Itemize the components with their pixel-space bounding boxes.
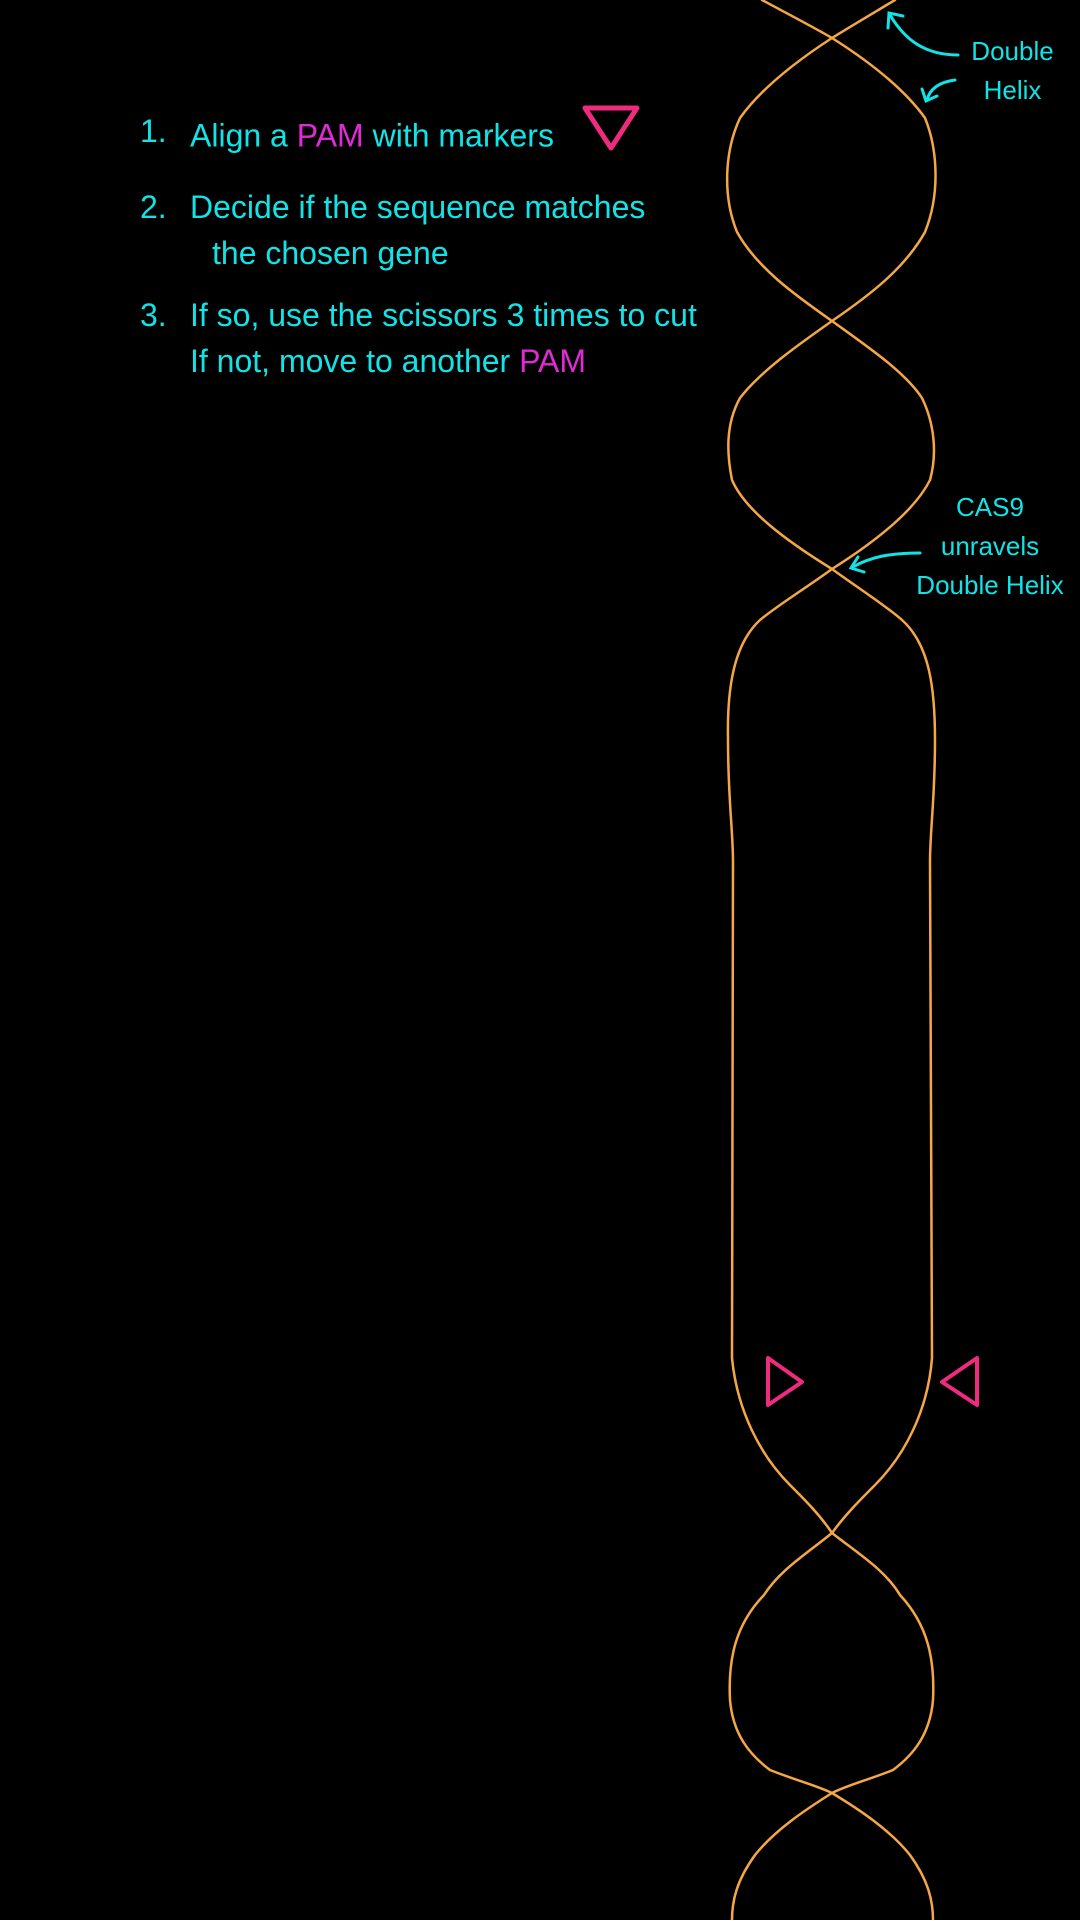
step-line-2: the chosen gene: [212, 235, 449, 271]
double-helix-label-line-2: Helix: [983, 75, 1042, 105]
double-helix-arrow-2: [925, 78, 957, 102]
instruction-step-3: 3. If so, use the scissors 3 times to cu…: [140, 292, 760, 384]
cas9-label-line-1: CAS9: [956, 492, 1024, 522]
cas9-label: CAS9 unravels Double Helix: [900, 488, 1080, 605]
instruction-step-1: 1. Align a PAM with markers: [140, 105, 760, 168]
step-text-post: with markers: [363, 117, 554, 154]
step-line-2: If not, move to another PAM: [190, 338, 760, 384]
instructions-panel: 1. Align a PAM with markers 2. Decide if…: [140, 105, 760, 400]
step-text: Decide if the sequence matches the chose…: [190, 184, 760, 276]
cas9-label-line-2: unravels: [940, 531, 1040, 561]
cas9-arrow: [851, 551, 922, 569]
pam-keyword: PAM: [519, 343, 587, 379]
step-line-1: Decide if the sequence matches: [190, 189, 646, 225]
cas9-label-line-3: Double Helix: [916, 570, 1064, 600]
step-text: Align a PAM with markers: [190, 105, 760, 168]
instruction-step-2: 2. Decide if the sequence matches the ch…: [140, 184, 760, 276]
double-helix-arrowhead-2: [920, 87, 939, 104]
dna-strand-b: [725, 0, 936, 1920]
step-number: 3.: [140, 297, 167, 333]
step-number: 2.: [140, 189, 167, 225]
step-line-1: If so, use the scissors 3 times to cut: [190, 297, 697, 333]
left-marker-icon[interactable]: [766, 1356, 804, 1407]
double-helix-label: Double Helix: [955, 32, 1070, 110]
step-number: 1.: [140, 113, 167, 149]
step-line-2-pre: If not, move to another: [190, 343, 520, 379]
pam-keyword: PAM: [296, 117, 364, 154]
right-marker-icon[interactable]: [940, 1356, 979, 1407]
dna-strand-a: [727, 0, 937, 1920]
step-text: If so, use the scissors 3 times to cut I…: [190, 292, 760, 384]
step-text-pre: Align a: [190, 117, 297, 154]
cas9-arrowhead: [848, 555, 866, 574]
double-helix-arrow-1: [888, 13, 960, 57]
double-helix-arrowhead-1: [886, 11, 905, 30]
double-helix-label-line-1: Double: [971, 36, 1054, 66]
pam-marker-icon: [581, 104, 641, 164]
